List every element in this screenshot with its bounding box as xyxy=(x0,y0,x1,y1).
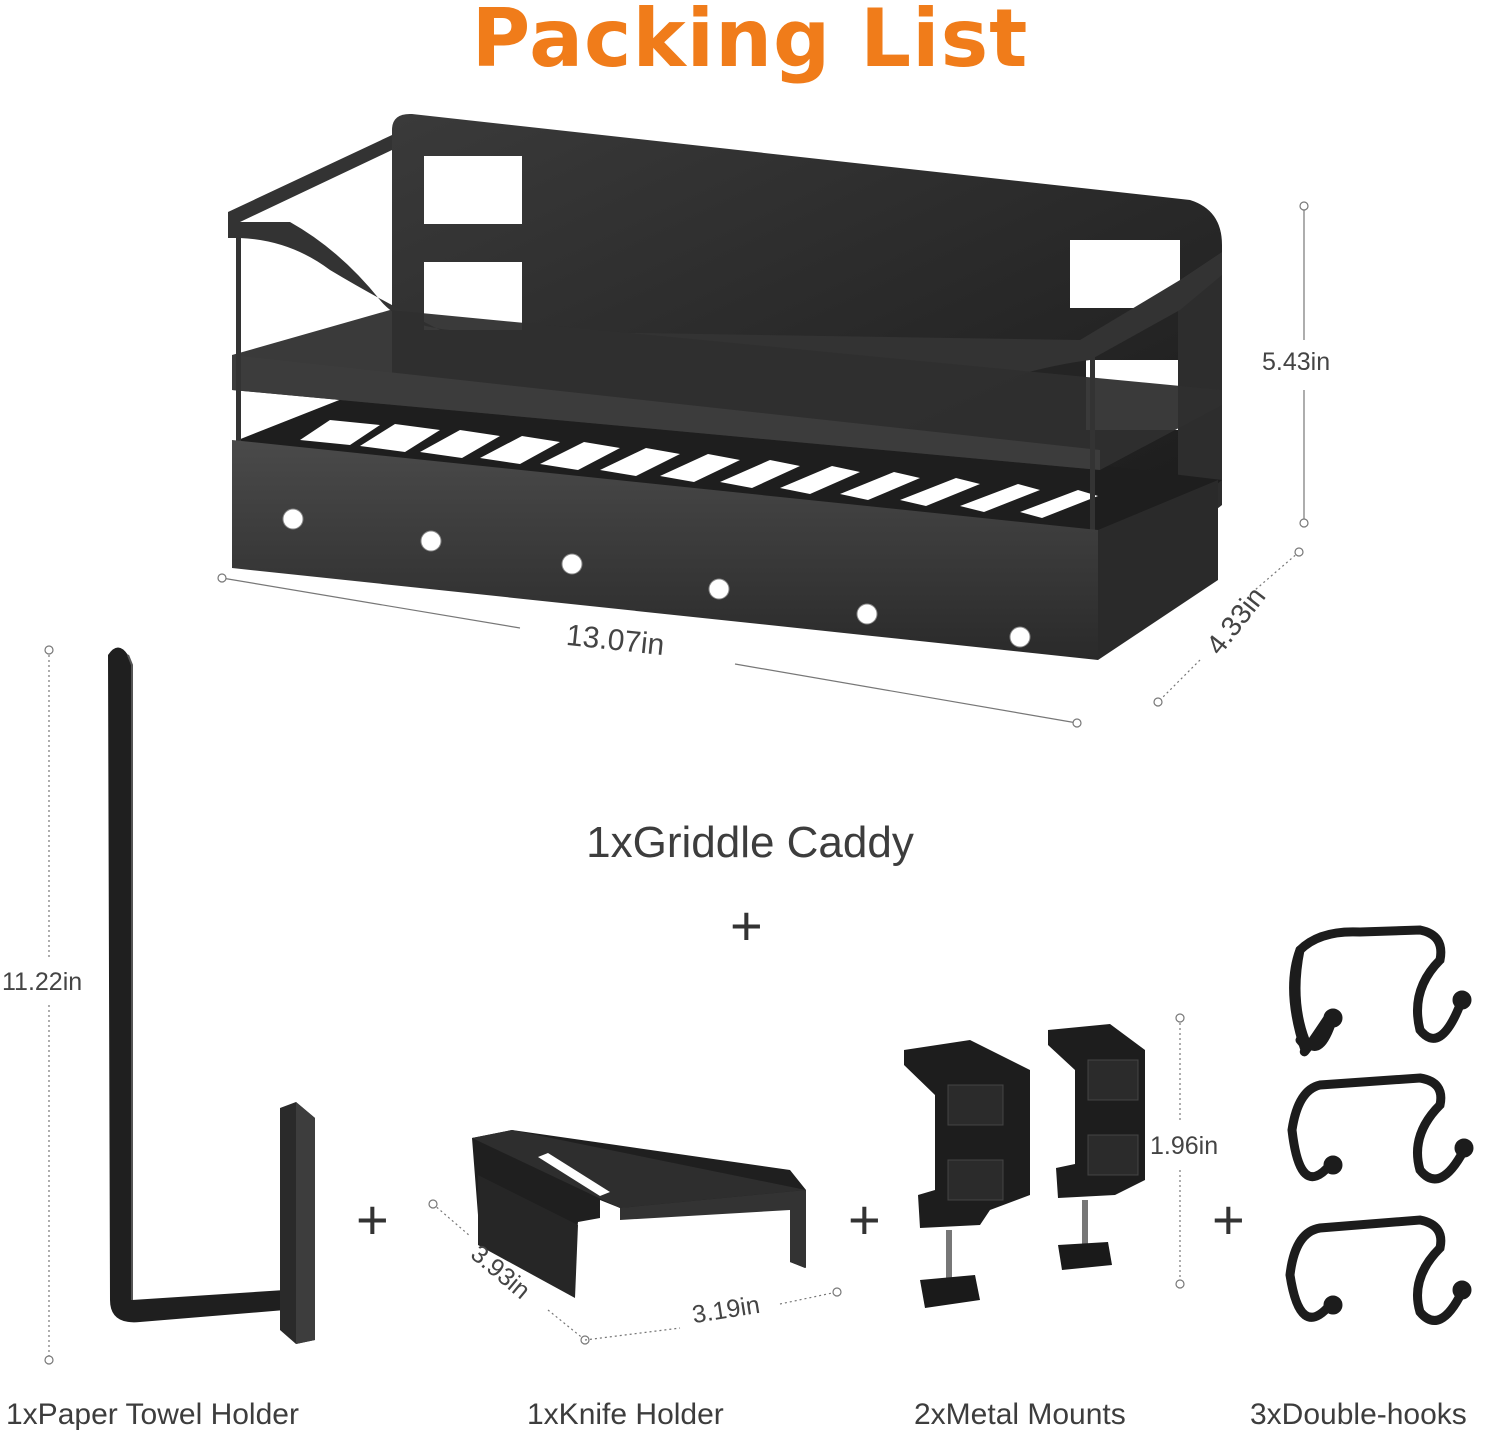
griddle-caddy-image xyxy=(228,113,1222,660)
double-hooks-image xyxy=(1285,925,1474,1325)
griddle-caddy-label: 1xGriddle Caddy xyxy=(586,818,914,867)
plus-icon: + xyxy=(730,894,763,957)
paper-towel-holder-image xyxy=(108,647,315,1344)
plus-icon: + xyxy=(356,1188,389,1251)
metal-mounts-image xyxy=(904,1024,1145,1308)
knife-holder-label: 1xKnife Holder xyxy=(527,1398,724,1431)
caddy-height-label: 5.43in xyxy=(1262,348,1331,376)
dimension-lines xyxy=(44,201,1309,1365)
paper-towel-holder-label: 1xPaper Towel Holder xyxy=(6,1398,299,1431)
plus-icon: + xyxy=(848,1188,881,1251)
mount-height-label: 1.96in xyxy=(1150,1132,1219,1160)
metal-mounts-label: 2xMetal Mounts xyxy=(914,1398,1126,1431)
knife-holder-image xyxy=(472,1130,806,1298)
double-hooks-label: 3xDouble-hooks xyxy=(1250,1398,1467,1431)
page-title: Packing List xyxy=(471,0,1029,85)
plus-icon: + xyxy=(1212,1188,1245,1251)
towel-height-label: 11.22in xyxy=(2,968,83,996)
